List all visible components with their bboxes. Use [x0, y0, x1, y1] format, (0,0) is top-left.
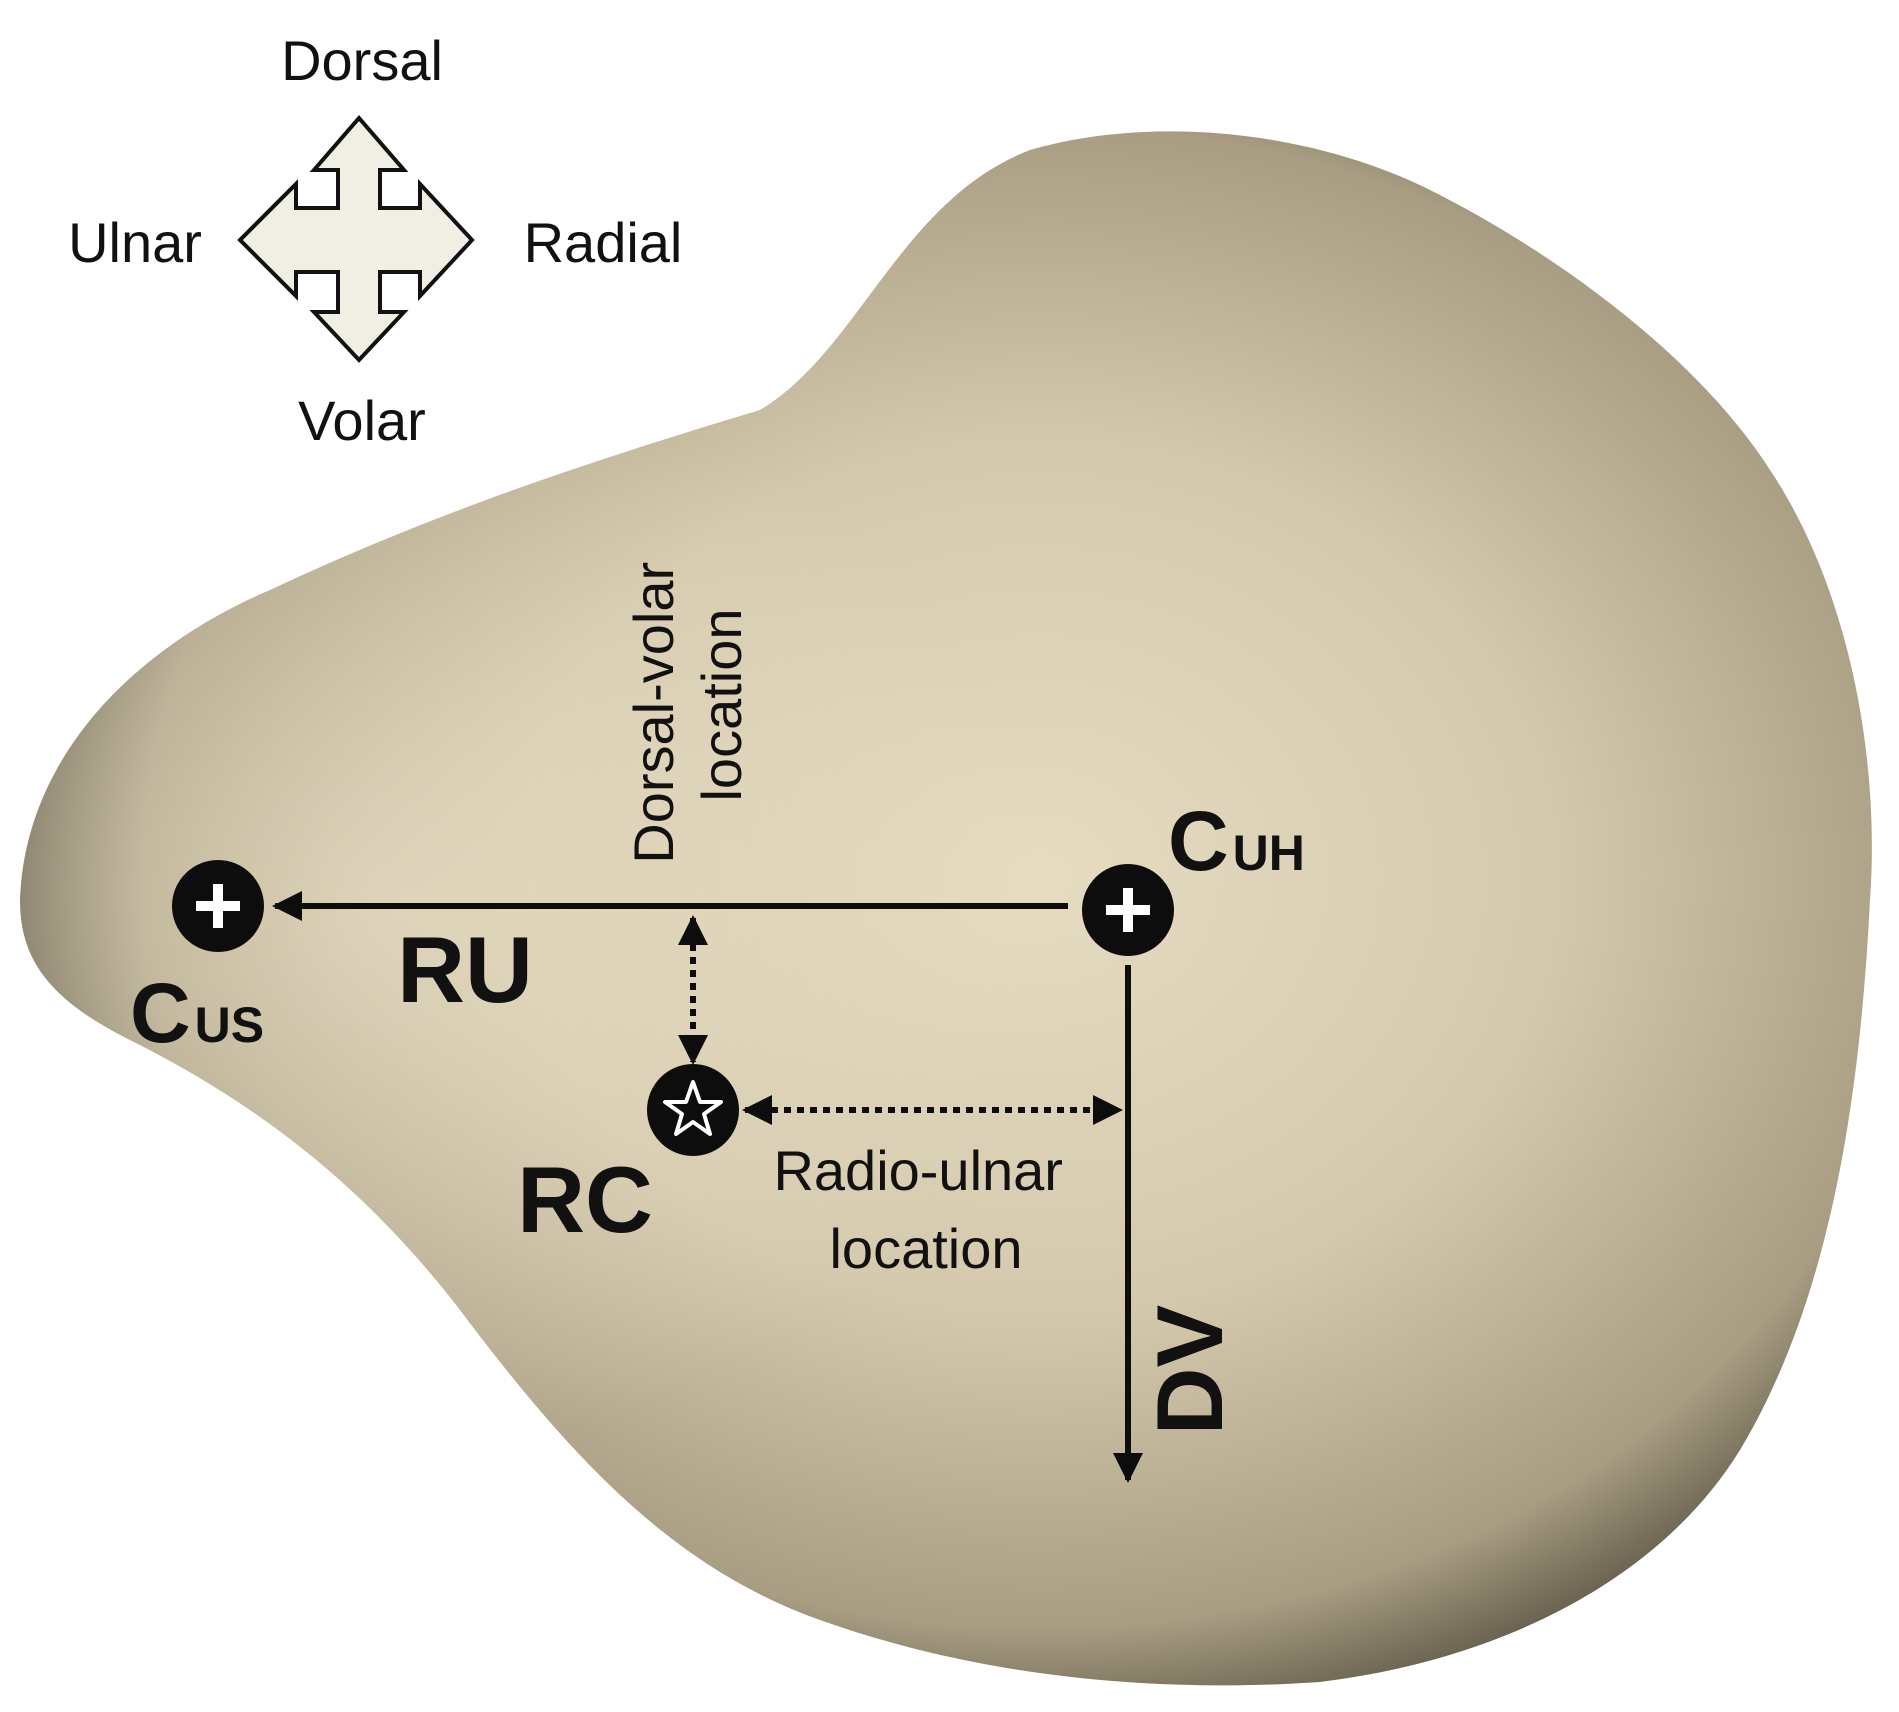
- radial-label: Radial: [524, 211, 683, 274]
- dv-label: DV: [1137, 1304, 1242, 1435]
- rc-marker: [647, 1064, 739, 1156]
- c-us-label: CUS: [130, 966, 264, 1060]
- dorsal-volar-line-1: Dorsal-volar: [622, 562, 685, 864]
- radio-ulnar-line-1: Radio-ulnar: [773, 1139, 1063, 1202]
- dorsal-volar-line-2: location: [690, 608, 753, 801]
- c-us-marker: [172, 860, 264, 952]
- c-uh-label: CUH: [1168, 794, 1305, 888]
- dorsal-label: Dorsal: [281, 29, 443, 92]
- volar-label: Volar: [298, 389, 426, 452]
- ru-label: RU: [397, 917, 533, 1022]
- dorsal-volar-location-label: Dorsal-volar location: [622, 546, 753, 863]
- four-way-arrow-icon: [237, 114, 475, 363]
- rc-label: RC: [517, 1147, 653, 1252]
- radio-ulnar-location-label: Radio-ulnar location: [773, 1139, 1078, 1280]
- c-uh-marker: [1082, 864, 1174, 956]
- radio-ulnar-line-2: location: [829, 1217, 1022, 1280]
- ulnar-label: Ulnar: [68, 211, 202, 274]
